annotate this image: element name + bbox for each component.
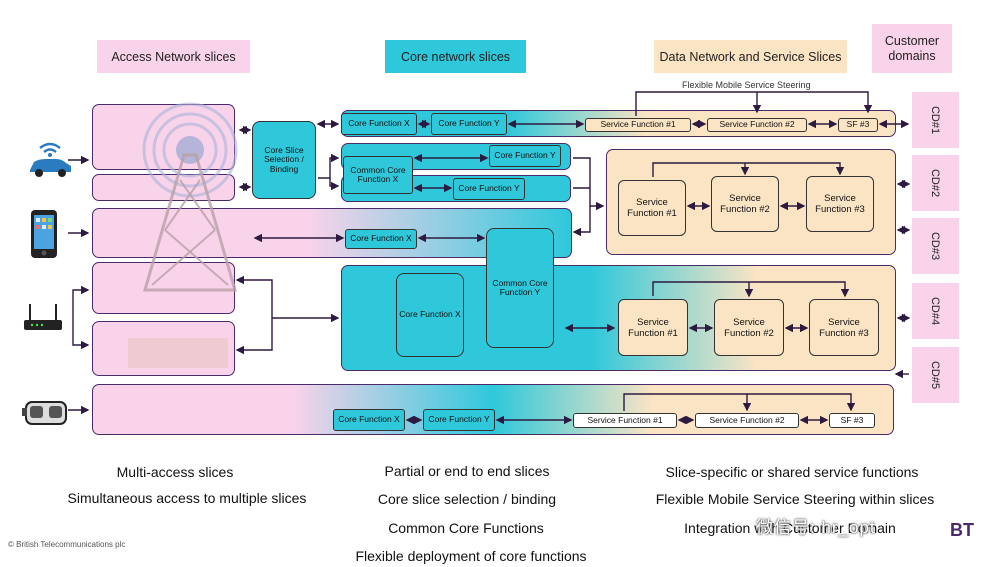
bottom-col2-line1: Partial or end to end slices [384, 463, 550, 479]
customer-domain-1: CD#1 [912, 92, 959, 148]
customer-domain-5: CD#5 [912, 347, 959, 403]
row2-core-function-y-a: Core Function Y [489, 145, 561, 167]
row5-core-function-x: Core Function X [333, 409, 405, 431]
vr-headset-icon [22, 401, 67, 425]
cell-tower-icon [128, 102, 238, 368]
bottom-col2-line4: Flexible deployment of core functions [355, 548, 587, 564]
customer-domain-3: CD#3 [912, 218, 959, 274]
row3-core-function-x: Core Function X [345, 229, 417, 249]
row2-service-function-3: Service Function #3 [806, 176, 874, 232]
row1-core-function-y: Core Function Y [431, 113, 507, 135]
customer-domains-header: Customer domains [872, 24, 952, 73]
row1-service-function-2: Service Function #2 [707, 118, 807, 132]
row4-core-function-x: Core Function X [396, 273, 464, 357]
watermark: 微信号: hr_opt [756, 518, 876, 537]
row2-common-core-function-x: Common Core Function X [343, 156, 413, 194]
data-network-service-slices-header: Data Network and Service Slices [654, 40, 847, 73]
bottom-col1-line2: Simultaneous access to multiple slices [67, 490, 307, 506]
bt-logo: BT [950, 520, 974, 540]
customer-domain-4: CD#4 [912, 283, 959, 339]
row2-service-function-2: Service Function #2 [711, 176, 779, 232]
connected-car-icon [30, 142, 71, 177]
bottom-col2-line3: Common Core Functions [388, 520, 544, 536]
router-icon [24, 304, 62, 330]
row5-service-function-1: Service Function #1 [573, 413, 677, 428]
bottom-col2-line2: Core slice selection / binding [377, 491, 557, 507]
bottom-col3-line3: Integration with Customer Domain [684, 520, 896, 536]
row5-service-function-2: Service Function #2 [695, 413, 799, 428]
row4-service-function-2: Service Function #2 [714, 299, 784, 356]
row4-service-function-3: Service Function #3 [809, 299, 879, 356]
bottom-col3-line2: Flexible Mobile Service Steering within … [655, 491, 935, 507]
row4-service-function-1: Service Function #1 [618, 299, 688, 356]
smartphone-icon [31, 210, 57, 258]
row1-service-function-1: Service Function #1 [585, 118, 691, 132]
copyright: © British Telecommunications plc [8, 540, 126, 549]
row4-common-core-function-y: Common Core Function Y [486, 228, 554, 348]
row1-sf-3: SF #3 [838, 118, 878, 132]
row2-service-function-1: Service Function #1 [618, 180, 686, 236]
row5-core-function-y: Core Function Y [423, 409, 495, 431]
bottom-col3-line1: Slice-specific or shared service functio… [665, 464, 919, 480]
core-network-slices-header: Core network slices [385, 40, 526, 73]
row2-core-function-y-b: Core Function Y [453, 178, 525, 200]
access-network-slices-header: Access Network slices [97, 40, 250, 73]
customer-domain-2: CD#2 [912, 155, 959, 211]
core-slice-selection-binding: Core Slice Selection / Binding [252, 121, 316, 199]
row5-sf-3: SF #3 [829, 413, 875, 428]
bottom-col1-line1: Multi-access slices [116, 464, 234, 480]
flexible-mobile-service-steering-label: Flexible Mobile Service Steering [682, 80, 811, 90]
row1-core-function-x: Core Function X [341, 113, 417, 135]
